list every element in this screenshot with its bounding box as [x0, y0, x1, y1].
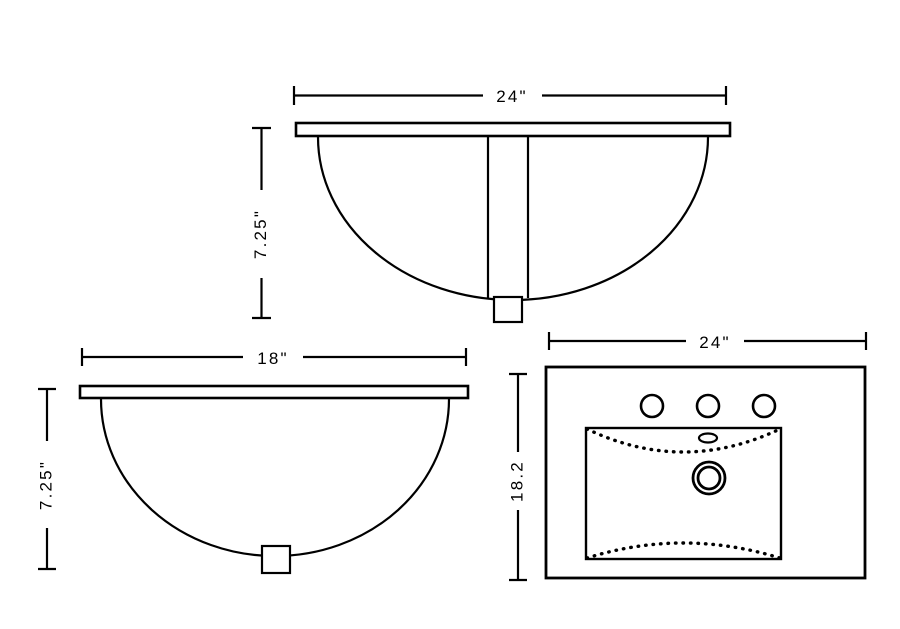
plan-basin-top-contour [585, 427, 782, 454]
front-height-dimension: 7.25" [251, 126, 271, 320]
side-elevation-view: 18" 7.25" [36, 348, 470, 575]
plan-width-label: 24" [699, 333, 731, 352]
plan-height-dimension: 18.2 [507, 372, 527, 582]
side-bowl-outline [99, 398, 451, 558]
plan-basin-bottom-contour [585, 541, 782, 560]
front-height-label: 7.25" [251, 209, 270, 259]
plan-height-label: 18.2 [507, 460, 526, 502]
plan-basin-outline [584, 426, 783, 561]
plan-faucet-hole-right [751, 393, 777, 419]
plan-faucet-hole-center [695, 393, 721, 419]
front-width-label: 24" [496, 87, 528, 106]
plan-width-dimension: 24" [547, 332, 868, 352]
side-width-dimension: 18" [80, 348, 468, 368]
side-rim-bar [78, 384, 470, 400]
front-elevation-view: 24" 7.25" [251, 86, 732, 324]
front-drain-spout [492, 295, 524, 324]
plan-overflow-slot [697, 432, 719, 444]
front-bowl-outline [316, 136, 710, 302]
top-plan-view: 24" 18.2 [507, 332, 868, 582]
side-width-label: 18" [257, 349, 289, 368]
plan-drain-inner-ring [696, 465, 722, 491]
side-drain-spout [260, 544, 292, 575]
plan-faucet-hole-left [639, 393, 665, 419]
side-height-label: 7.25" [36, 460, 55, 510]
side-height-dimension: 7.25" [36, 387, 56, 571]
front-rim-bar [294, 121, 732, 138]
front-width-dimension: 24" [292, 86, 728, 106]
